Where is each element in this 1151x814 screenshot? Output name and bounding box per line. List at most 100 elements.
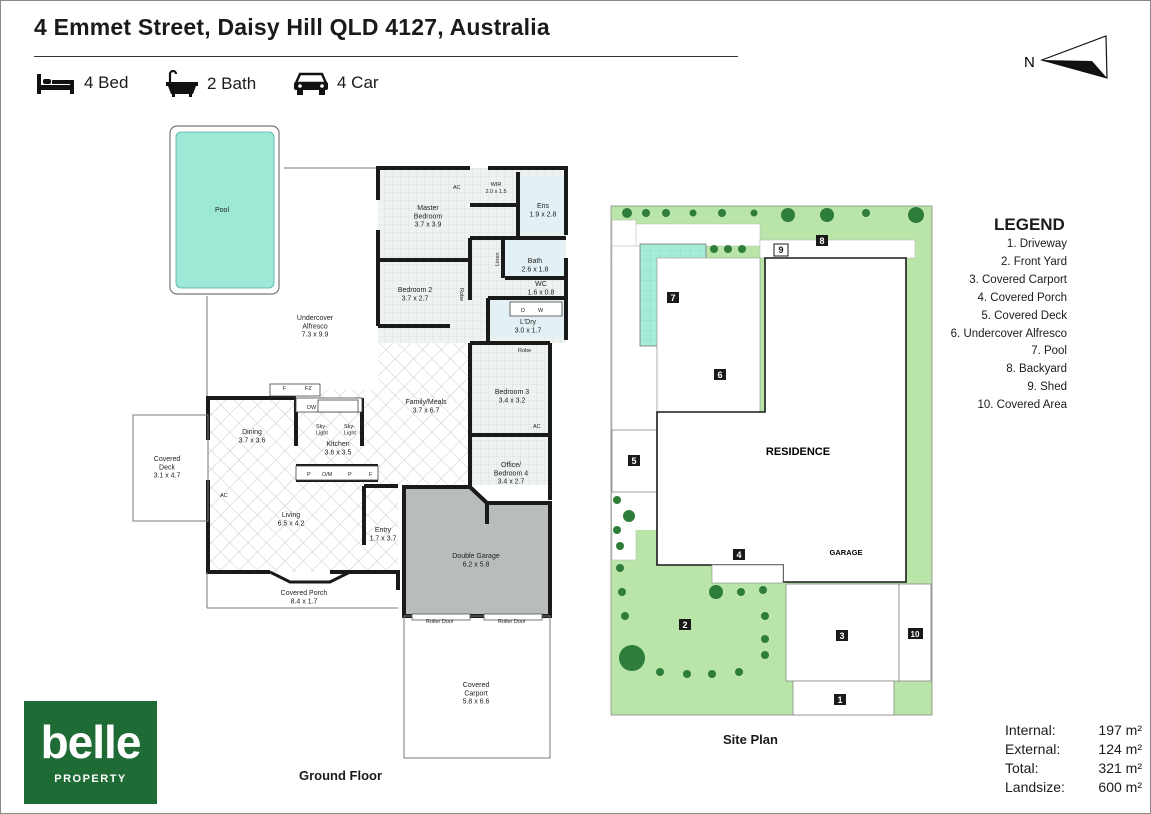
car-icon	[293, 70, 329, 96]
marker-8: 8	[816, 235, 828, 246]
living-floor	[208, 343, 470, 572]
room-pool: Pool	[215, 207, 229, 214]
fridge-label-2: F	[369, 472, 373, 478]
pantry-label-1: P	[307, 472, 311, 478]
svg-text:6: 6	[717, 370, 722, 380]
legend-item: 7. Pool	[1031, 345, 1067, 358]
svg-text:7: 7	[670, 293, 675, 303]
bath-icon	[165, 70, 199, 98]
area-row-external: External:124 m²	[1005, 741, 1142, 757]
area-row-total: Total:321 m²	[1005, 760, 1142, 776]
ac-label-living: AC	[220, 493, 228, 499]
pool	[175, 131, 275, 289]
pantry-label-2: P	[348, 472, 352, 478]
north-label: N	[1024, 54, 1035, 71]
legend-item: 10. Covered Area	[977, 399, 1067, 412]
site-markers: 1 2 3 4 5 6 7 8 9 10	[628, 235, 923, 705]
robe-label-bed2: Robe	[458, 288, 464, 301]
legend-item: 1. Driveway	[1006, 238, 1067, 250]
roller-door-label-2: Roller Door	[498, 619, 526, 625]
linen-label: Linen	[495, 253, 501, 266]
feature-cars: 4 Car	[293, 70, 379, 96]
feature-beds-label: 4 Bed	[84, 73, 129, 92]
legend-item: 4. Covered Porch	[977, 291, 1068, 304]
site-plan-caption: Site Plan	[723, 732, 778, 747]
roller-door-label-1: Roller Door	[426, 619, 454, 625]
legend-list: 1. Driveway 2. Front Yard 3. Covered Car…	[951, 236, 1067, 415]
feature-beds: 4 Bed	[36, 70, 128, 96]
svg-text:2: 2	[682, 620, 687, 630]
garage-label: GARAGE	[830, 548, 863, 557]
marker-10: 10	[908, 628, 923, 639]
freezer-label: FZ	[305, 386, 312, 392]
residence-label: RESIDENCE	[766, 446, 830, 458]
bed-icon	[36, 70, 76, 96]
legend-item: 9. Shed	[1027, 381, 1067, 394]
legend-item: 5. Covered Deck	[981, 309, 1067, 322]
ground-floor-plan: AC AC AC Robe F FZ DW P O/M P F D W Roll…	[132, 125, 568, 759]
belle-property-logo: belle PROPERTY	[24, 701, 157, 804]
ground-floor-caption: Ground Floor	[299, 768, 383, 783]
marker-7: 7	[667, 292, 679, 303]
ac-label-master: AC	[453, 185, 461, 191]
double-garage	[402, 485, 552, 618]
legend-item: 2. Front Yard	[1000, 255, 1067, 268]
legend-item: 6. Undercover Alfresco	[950, 327, 1067, 340]
marker-3: 3	[836, 630, 848, 641]
north-arrow: N	[1022, 34, 1112, 85]
dryer-label: D	[521, 308, 525, 314]
dishwasher-label: DW	[307, 405, 317, 411]
svg-text:5: 5	[631, 456, 636, 466]
brand-name: belle	[40, 716, 142, 768]
feature-baths-label: 2 Bath	[207, 74, 257, 93]
ac-label-bed3: AC	[533, 424, 541, 430]
property-address: 4 Emmet Street, Daisy Hill QLD 4127, Aus…	[34, 14, 550, 40]
marker-6: 6	[714, 369, 726, 380]
svg-text:4: 4	[736, 550, 741, 560]
fixture-labels: AC AC AC Robe F FZ DW P O/M P F D W Roll…	[220, 185, 544, 625]
svg-text:9: 9	[778, 245, 783, 255]
marker-5: 5	[628, 455, 640, 466]
area-row-landsize: Landsize:600 m²	[1005, 779, 1142, 795]
site-plan: 1 2 3 4 5 6 7 8 9 10 RESIDENCE GARAGE	[610, 205, 933, 716]
marker-1: 1	[834, 694, 846, 705]
legend-title: LEGEND	[994, 215, 1065, 234]
skylight-label-1: Sky-Light	[316, 424, 328, 437]
fridge-label: F	[283, 386, 287, 392]
svg-text:8: 8	[819, 236, 824, 246]
svg-text:1: 1	[837, 695, 842, 705]
skylight-label-2: Sky-Light	[344, 424, 356, 437]
legend-item: 8. Backyard	[1006, 363, 1067, 376]
marker-4: 4	[733, 549, 745, 560]
marker-9: 9	[773, 243, 789, 257]
marker-2: 2	[679, 619, 691, 630]
residence-outline	[656, 257, 907, 583]
legend-item: 3. Covered Carport	[969, 273, 1067, 286]
washer-label: W	[538, 308, 544, 314]
svg-text:3: 3	[839, 631, 844, 641]
shrubs	[613, 207, 924, 678]
area-summary: Internal:197 m² External:124 m² Total:32…	[1005, 721, 1142, 797]
feature-baths: 2 Bath	[165, 70, 256, 98]
oven-label: O/M	[322, 472, 333, 478]
